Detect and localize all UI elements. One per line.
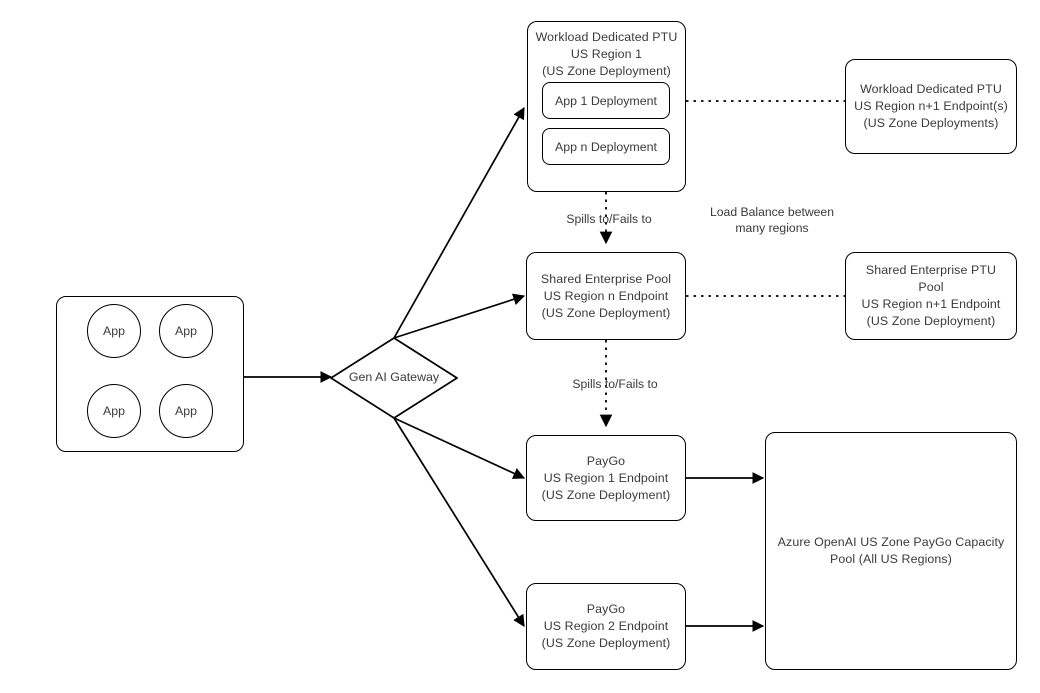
node-label: Workload Dedicated PTU US Region 1 (US Z… xyxy=(535,30,678,78)
node-label: PayGo US Region 1 Endpoint (US Zone Depl… xyxy=(541,453,671,502)
node-shared-enterprise-pool-region-n[interactable]: Shared Enterprise Pool US Region n Endpo… xyxy=(526,252,686,340)
app-circle-label: App xyxy=(174,324,198,338)
node-label: PayGo US Region 2 Endpoint (US Zone Depl… xyxy=(541,602,671,650)
node-paygo-region-1[interactable]: PayGo US Region 1 Endpoint (US Zone Depl… xyxy=(526,435,686,521)
edge-gateway-to-shared-pool xyxy=(393,293,526,339)
app-circle-4[interactable]: App xyxy=(159,384,213,438)
edge-gateway-to-paygo1 xyxy=(393,417,526,479)
edge-label-spills-bottom: Spills to/Fails to xyxy=(572,377,658,391)
node-shared-enterprise-ptu-pool-region-n1[interactable]: Shared Enterprise PTU Pool US Region n+1… xyxy=(845,252,1017,340)
app-circle-label: App xyxy=(102,324,126,338)
app-circle-label: App xyxy=(174,404,198,418)
node-paygo-region-2[interactable]: PayGo US Region 2 Endpoint (US Zone Depl… xyxy=(526,583,686,670)
edge-gateway-to-workload-ptu xyxy=(393,106,525,339)
node-azure-openai-capacity-pool[interactable]: Azure OpenAI US Zone PayGo Capacity Pool… xyxy=(765,432,1017,670)
node-label: Shared Enterprise Pool US Region n Endpo… xyxy=(540,271,672,320)
edge-gateway-to-paygo2 xyxy=(393,417,525,628)
edge-label-load-balance: Load Balance between many regions xyxy=(709,205,834,235)
app-circle-2[interactable]: App xyxy=(159,304,213,358)
node-label: Workload Dedicated PTU US Region n+1 End… xyxy=(854,82,1008,130)
app-circle-label: App xyxy=(102,404,126,418)
node-app-n-deployment[interactable]: App n Deployment xyxy=(542,128,670,165)
node-label: App 1 Deployment xyxy=(555,93,657,108)
app-circle-3[interactable]: App xyxy=(87,384,141,438)
node-label: Azure OpenAI US Zone PayGo Capacity Pool… xyxy=(777,535,1005,566)
node-app-1-deployment[interactable]: App 1 Deployment xyxy=(542,82,670,119)
node-label: Shared Enterprise PTU Pool US Region n+1… xyxy=(861,263,1001,328)
node-label: App n Deployment xyxy=(555,139,657,154)
gen-ai-gateway-label: Gen AI Gateway xyxy=(348,370,440,384)
app-container[interactable] xyxy=(56,296,244,452)
app-circle-1[interactable]: App xyxy=(87,304,141,358)
edge-label-spills-top: Spills to/Fails to xyxy=(566,212,652,226)
node-workload-ptu-region-n1[interactable]: Workload Dedicated PTU US Region n+1 End… xyxy=(845,59,1017,154)
